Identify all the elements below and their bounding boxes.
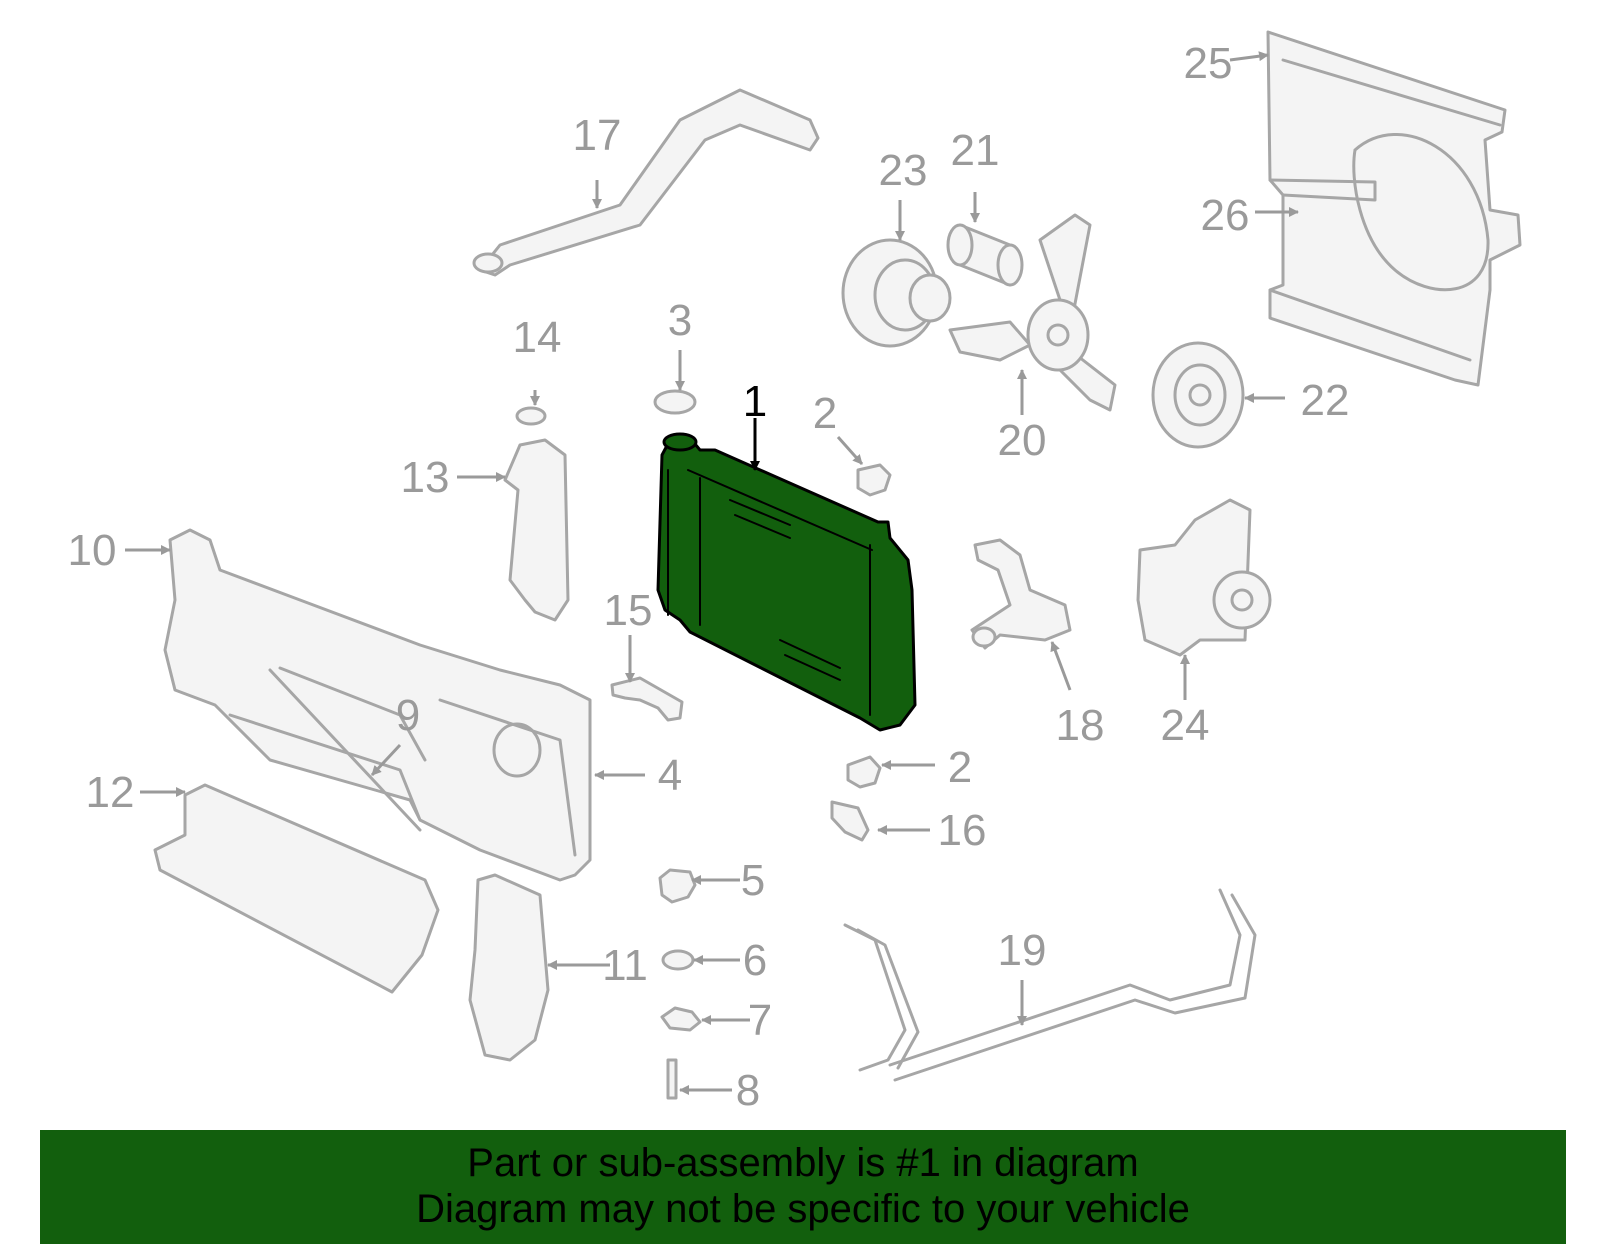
callout-11: 11 <box>602 941 648 990</box>
part-6-grommet <box>661 949 695 971</box>
part-12-baffle <box>153 783 440 994</box>
callout-12: 12 <box>86 768 135 817</box>
part-10-4-radiator-support <box>163 528 592 882</box>
callout-25: 25 <box>1184 39 1233 88</box>
part-18-lower-hose <box>970 538 1072 650</box>
part-3-cap <box>653 389 697 415</box>
callout-5: 5 <box>741 856 765 905</box>
part-1-radiator[interactable] <box>656 432 917 732</box>
banner-line-2: Diagram may not be specific to your vehi… <box>416 1187 1190 1231</box>
callout-14: 14 <box>513 313 562 362</box>
callout-numbers: 1 2 2 3 4 5 6 7 8 9 10 11 12 13 14 15 16… <box>68 39 1350 1115</box>
part-8-bolt <box>666 1058 678 1100</box>
callout-26: 26 <box>1201 191 1250 240</box>
leader-lines <box>125 51 1299 1095</box>
info-banner: Part or sub-assembly is #1 in diagram Di… <box>40 1130 1566 1244</box>
part-7-clip <box>660 1006 702 1032</box>
part-20-fan <box>948 213 1117 412</box>
callout-8: 8 <box>736 1066 760 1115</box>
part-5-insulator <box>658 868 697 904</box>
part-19-cooler-lines <box>843 888 1257 1082</box>
part-11-deflector <box>468 873 550 1062</box>
part-24-tensioner <box>1136 498 1272 657</box>
banner-line-1: Part or sub-assembly is #1 in diagram <box>467 1141 1139 1185</box>
callout-20: 20 <box>998 416 1047 465</box>
part-22-pulley <box>1151 341 1245 449</box>
callout-21: 21 <box>951 126 1000 175</box>
part-21-spacer <box>946 223 1024 287</box>
callout-6: 6 <box>743 936 767 985</box>
part-13-reservoir <box>503 438 570 622</box>
callout-22: 22 <box>1301 376 1350 425</box>
callout-4: 4 <box>658 751 682 800</box>
callout-13: 13 <box>401 453 450 502</box>
callout-2-upper: 2 <box>813 389 837 438</box>
part-14-cap <box>515 406 547 426</box>
callout-24: 24 <box>1161 701 1210 750</box>
callout-16: 16 <box>938 806 987 855</box>
part-17-upper-hose <box>472 88 820 277</box>
parts-diagram: 1 2 2 3 4 5 6 7 8 9 10 11 12 13 14 15 16… <box>68 30 1522 1115</box>
callout-15: 15 <box>604 586 653 635</box>
callout-10: 10 <box>68 526 117 575</box>
callout-17: 17 <box>573 111 622 160</box>
callout-3: 3 <box>668 296 692 345</box>
part-2-upper-bracket <box>856 463 892 497</box>
part-23-pulley <box>841 238 952 348</box>
callout-18: 18 <box>1056 701 1105 750</box>
callout-23: 23 <box>879 146 928 195</box>
callout-9: 9 <box>396 691 420 740</box>
callout-2-lower: 2 <box>948 743 972 792</box>
part-25-26-fan-shroud <box>1266 30 1522 387</box>
callout-7: 7 <box>748 996 772 1045</box>
part-2-lower-bracket <box>846 755 882 789</box>
callout-1: 1 <box>743 377 767 426</box>
callout-19: 19 <box>998 926 1047 975</box>
part-15-bracket <box>610 676 684 722</box>
part-16-bracket <box>830 800 870 842</box>
